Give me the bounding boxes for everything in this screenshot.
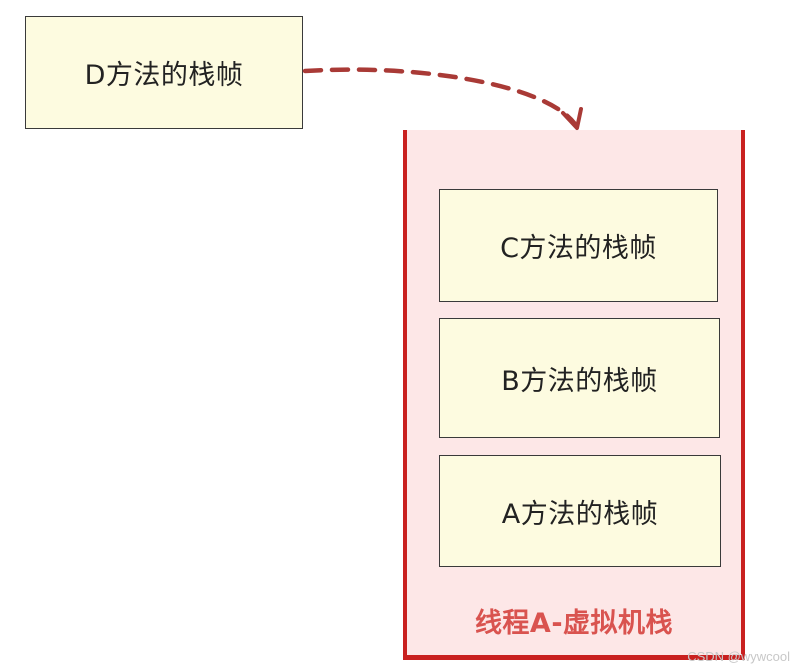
frame-b-box: B方法的栈帧 <box>439 318 720 438</box>
frame-c-label: C方法的栈帧 <box>500 233 657 264</box>
frame-d-box: D方法的栈帧 <box>25 16 303 129</box>
frame-a-label: A方法的栈帧 <box>501 498 659 530</box>
frame-b-label: B方法的栈帧 <box>501 365 658 397</box>
watermark: CSDN @wywcool <box>687 649 790 664</box>
frame-c-box: C方法的栈帧 <box>439 189 718 302</box>
frame-d-label: D方法的栈帧 <box>84 60 244 91</box>
frame-a-box: A方法的栈帧 <box>439 455 721 567</box>
